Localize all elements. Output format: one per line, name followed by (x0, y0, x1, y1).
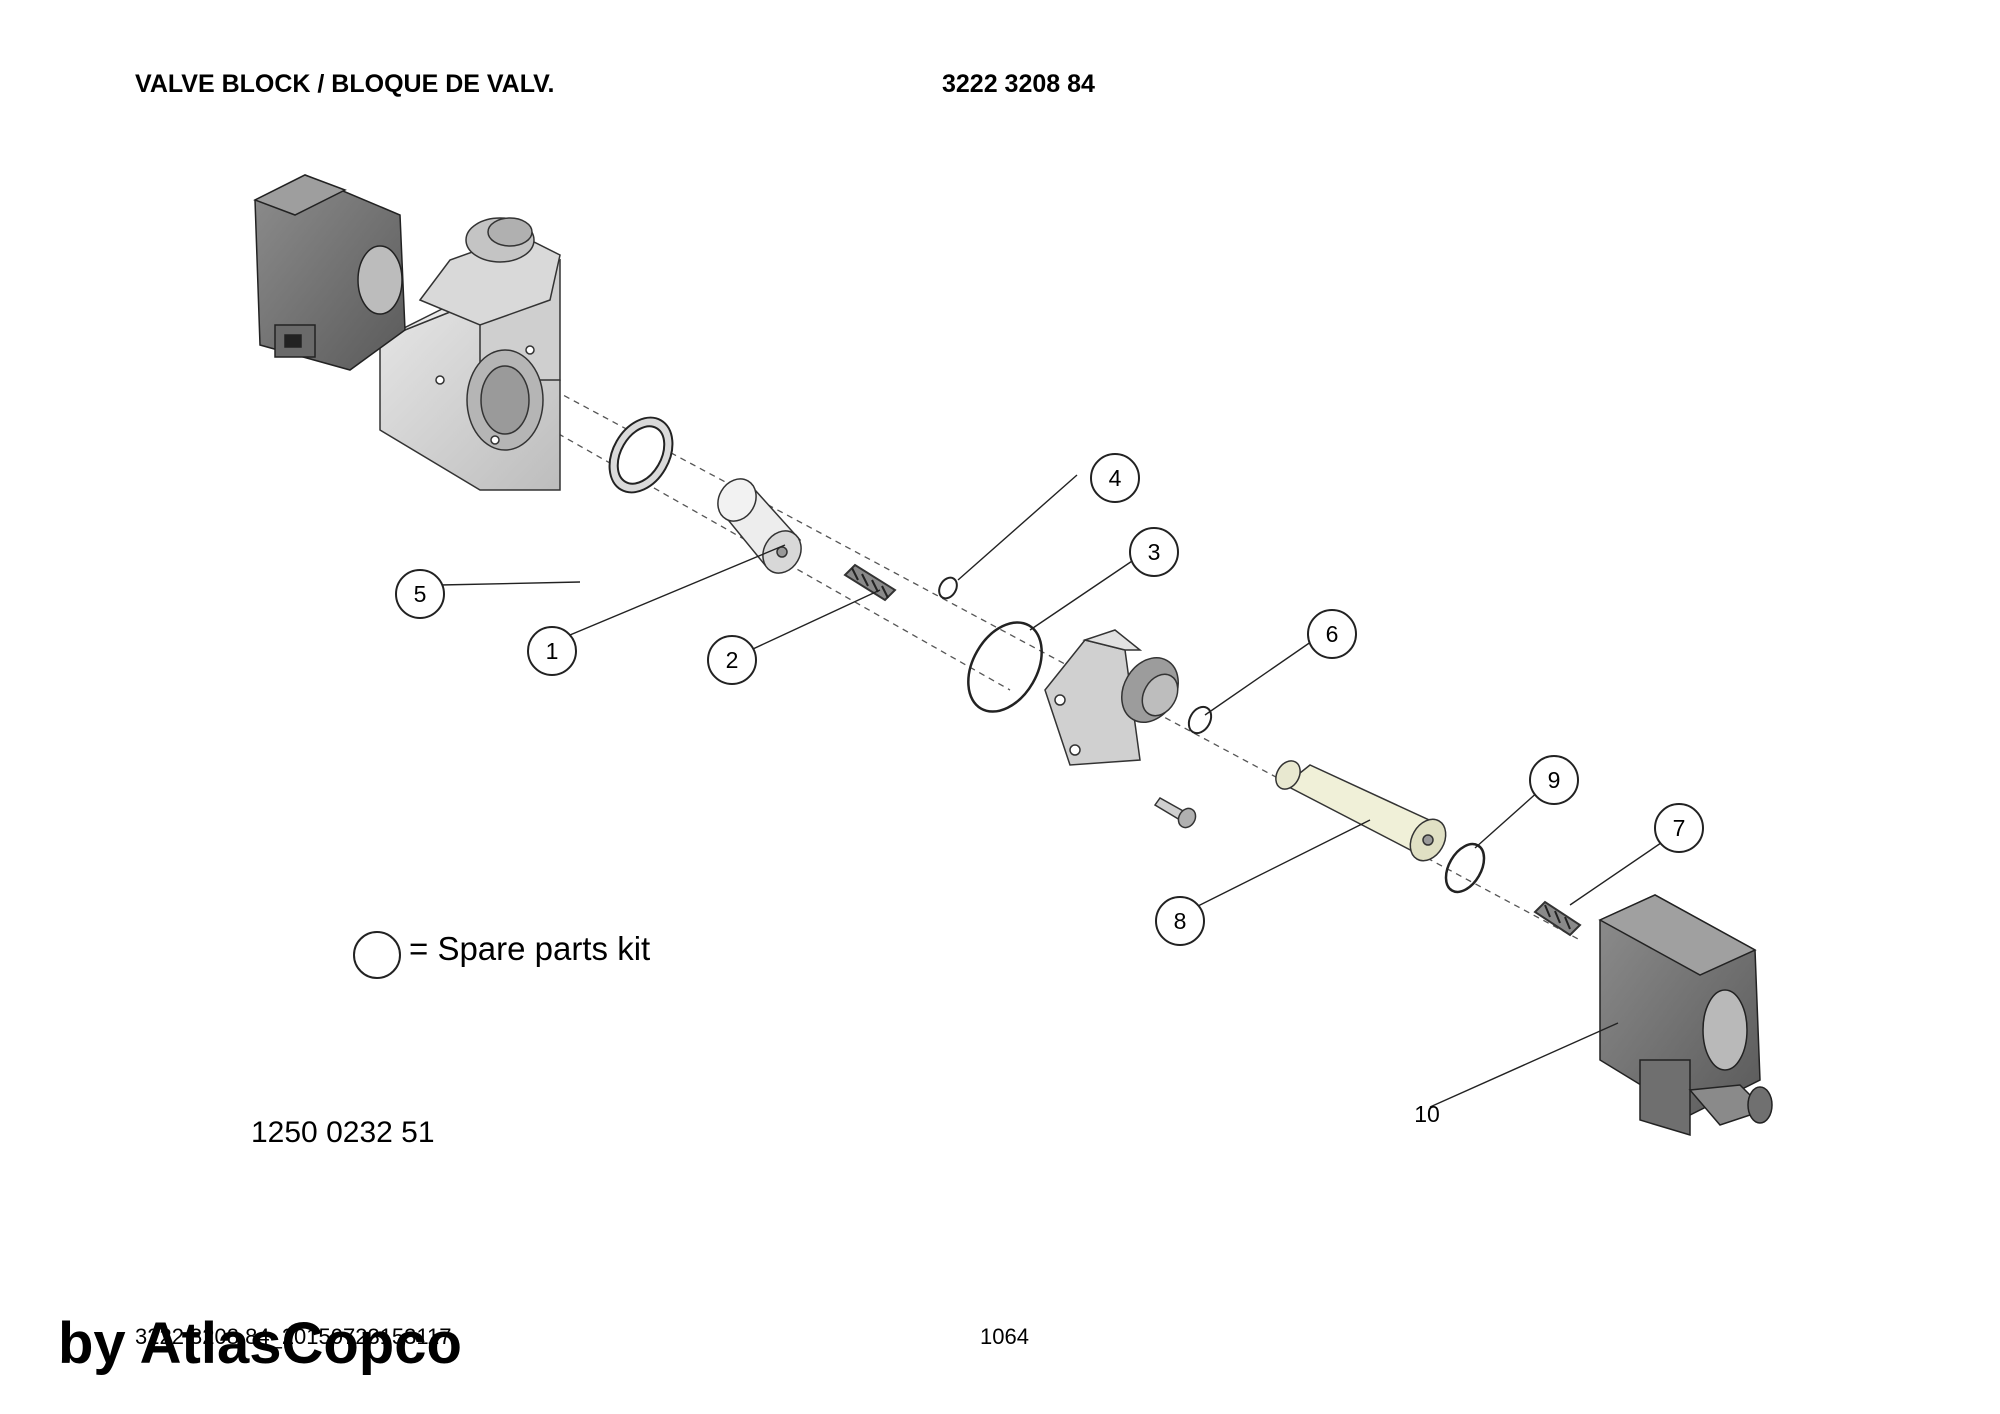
callout-9-label: 9 (1548, 767, 1561, 793)
part-1-sleeve (717, 478, 802, 574)
part-5-sealing-ring (608, 416, 674, 494)
part-8-plunger (1275, 760, 1447, 862)
part-number: 3222 3208 84 (942, 70, 1095, 98)
drawing-number: 1250 0232 51 (251, 1116, 435, 1149)
screw (1153, 797, 1197, 829)
callout-6: 6 (1307, 609, 1357, 659)
callout-6-label: 6 (1326, 621, 1339, 647)
callout-9: 9 (1529, 755, 1579, 805)
callout-10-label: 10 (1414, 1101, 1440, 1127)
callout-3-label: 3 (1148, 539, 1161, 565)
callout-4-label: 4 (1109, 465, 1122, 491)
part-3-large-o-ring (967, 621, 1043, 713)
callout-7-label: 7 (1673, 815, 1686, 841)
diagram-title: VALVE BLOCK / BLOQUE DE VALV. (135, 70, 555, 98)
part-9-o-ring (1444, 842, 1486, 894)
callout-8: 8 (1155, 896, 1205, 946)
pilot-valve-body (1044, 629, 1179, 766)
callout-5-label: 5 (414, 581, 427, 607)
spare-kit-legend-circle (353, 931, 401, 979)
callout-2: 2 (707, 635, 757, 685)
footer-page-number: 1064 (980, 1324, 1029, 1349)
part-2-spring (843, 563, 897, 602)
spare-kit-legend-label: = Spare parts kit (409, 930, 651, 967)
footer-doc-code: 3222 3208 84_20150723153117 (135, 1324, 452, 1349)
part-10-lower-solenoid-coil (1598, 894, 1773, 1137)
watermark: by AtlasCopco (58, 1311, 462, 1376)
part-6-o-ring (1187, 705, 1213, 735)
valve-block-housing (379, 217, 561, 491)
callout-4: 4 (1090, 453, 1140, 503)
callout-3: 3 (1129, 527, 1179, 577)
callout-10: 10 (1414, 1101, 1440, 1127)
callout-7: 7 (1654, 803, 1704, 853)
callout-5: 5 (395, 569, 445, 619)
part-7-spring (1533, 900, 1582, 937)
upper-solenoid-coil (253, 174, 406, 371)
callout-2-label: 2 (726, 647, 739, 673)
callout-1-label: 1 (546, 638, 559, 664)
callout-8-label: 8 (1174, 908, 1187, 934)
leader-lines (439, 474, 1681, 1108)
assembly-axis (519, 379, 1581, 941)
callout-1: 1 (527, 626, 577, 676)
part-4-small-o-ring (938, 576, 958, 600)
